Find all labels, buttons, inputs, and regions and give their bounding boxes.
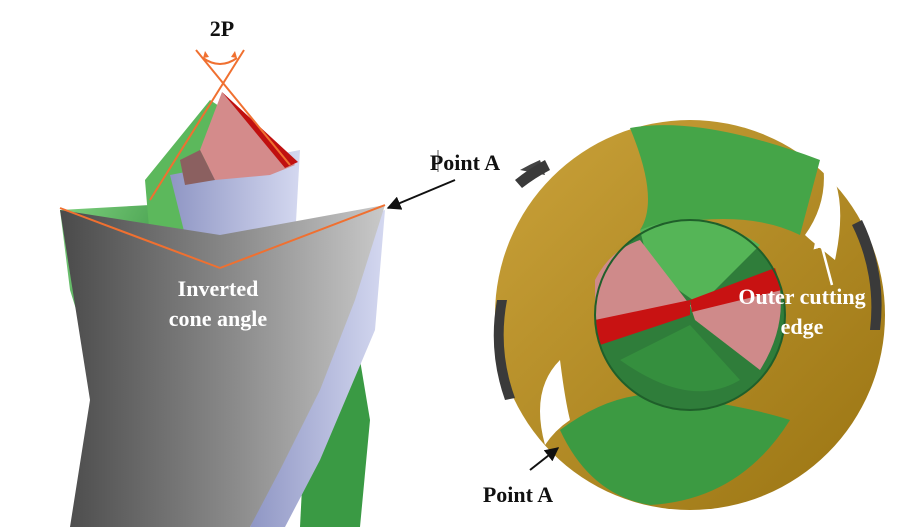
cutting-lip-red-left — [595, 300, 690, 345]
outer-cutting-edge-arrow — [813, 230, 834, 286]
green-sector-top — [630, 125, 820, 235]
point-angle-label: 2P — [210, 16, 234, 41]
cone-line-left — [59, 207, 221, 269]
inner-green-bottom — [620, 325, 740, 392]
outer-cutting-label-line2: edge — [781, 314, 824, 339]
point-a-side-label: Point A — [430, 150, 500, 175]
angle-line-left — [195, 49, 291, 166]
tip-face-left — [595, 240, 690, 320]
angle-arc-arrow-r — [231, 51, 237, 58]
angle-arc-arrow-l — [203, 51, 209, 58]
rim-sliver-right — [852, 220, 882, 330]
angle-line-right — [149, 49, 245, 201]
tip-edge-red — [222, 92, 298, 168]
inverted-cone-label-line2: cone angle — [169, 306, 268, 331]
side-view-drill — [59, 49, 456, 527]
drill-body — [60, 205, 385, 527]
point-a-end-label: Point A — [483, 482, 553, 507]
rim-sliver-left — [493, 300, 515, 400]
gap-bottom-left — [540, 360, 570, 445]
cutting-lip-red-right — [690, 268, 782, 312]
angle-arc — [202, 57, 238, 65]
point-a-side-arrow — [386, 179, 456, 210]
tip-face — [200, 92, 295, 180]
web-ring — [594, 219, 786, 411]
point-a-end-arrow — [529, 447, 560, 471]
end-view-drill — [493, 120, 885, 510]
rim-sliver-top — [515, 160, 550, 188]
inverted-cone-label-line1: Inverted — [178, 276, 259, 301]
tip-face-right — [690, 290, 781, 370]
cone-line-right — [219, 204, 386, 269]
tip-shadow — [180, 150, 215, 185]
green-sector-bottom — [560, 395, 790, 505]
outer-cutting-label-line1: Outer cutting — [738, 284, 865, 309]
